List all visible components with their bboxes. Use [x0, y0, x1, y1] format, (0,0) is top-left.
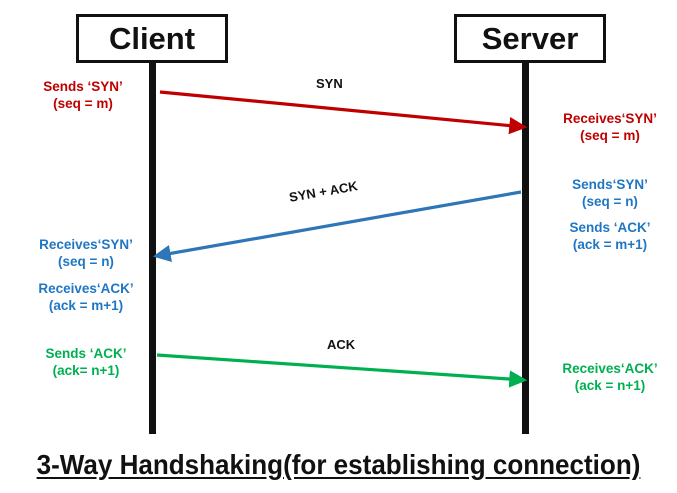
diagram-caption: 3-Way Handshaking(for establishing conne…: [36, 449, 641, 480]
note-line-2: (ack = m+1): [572, 237, 648, 252]
note-server-receives-syn: Receives‘SYN’ (seq = m): [548, 110, 672, 144]
note-client-sends-ack: Sends ‘ACK’ (ack= n+1): [22, 345, 150, 379]
note-line-1: Receives‘SYN’: [563, 111, 657, 126]
note-server-sends-ack: Sends ‘ACK’ (ack = m+1): [548, 219, 672, 253]
server-lifeline: [522, 62, 529, 434]
note-line-2: (ack = n+1): [574, 378, 646, 393]
note-server-sends-syn: Sends‘SYN’ (seq = n): [548, 176, 672, 210]
server-node-label: Server: [481, 21, 579, 56]
note-line-1: Sends ‘ACK’: [45, 346, 127, 361]
ack-arrow-label: ACK: [327, 337, 356, 352]
note-line-1: Receives‘ACK’: [38, 281, 134, 296]
note-client-receives-syn: Receives‘SYN’ (seq = n): [22, 236, 150, 270]
syn-ack-arrow: [152, 190, 522, 262]
note-line-1: Receives‘ACK’: [562, 361, 658, 376]
note-line-1: Sends ‘ACK’: [569, 220, 651, 235]
note-line-2: (seq = m): [53, 96, 113, 111]
note-line-2: (seq = n): [582, 194, 638, 209]
note-line-1: Sends ‘SYN’: [43, 79, 123, 94]
note-line-2: (seq = m): [580, 128, 640, 143]
note-line-2: (seq = n): [58, 254, 114, 269]
client-node-box: Client: [76, 14, 228, 63]
ack-arrow: [156, 353, 528, 388]
client-node-label: Client: [108, 21, 196, 56]
syn-arrow: [159, 90, 528, 135]
note-client-receives-ack: Receives‘ACK’ (ack = m+1): [22, 280, 150, 314]
note-line-1: Sends‘SYN’: [572, 177, 648, 192]
note-client-sends-syn: Sends ‘SYN’ (seq = m): [22, 78, 144, 112]
syn-arrow-label: SYN: [316, 76, 343, 91]
note-line-1: Receives‘SYN’: [39, 237, 133, 252]
client-lifeline: [149, 62, 156, 434]
note-line-2: (ack = m+1): [48, 298, 124, 313]
server-node-box: Server: [454, 14, 606, 63]
note-server-receives-ack: Receives‘ACK’ (ack = n+1): [548, 360, 672, 394]
note-line-2: (ack= n+1): [52, 363, 120, 378]
